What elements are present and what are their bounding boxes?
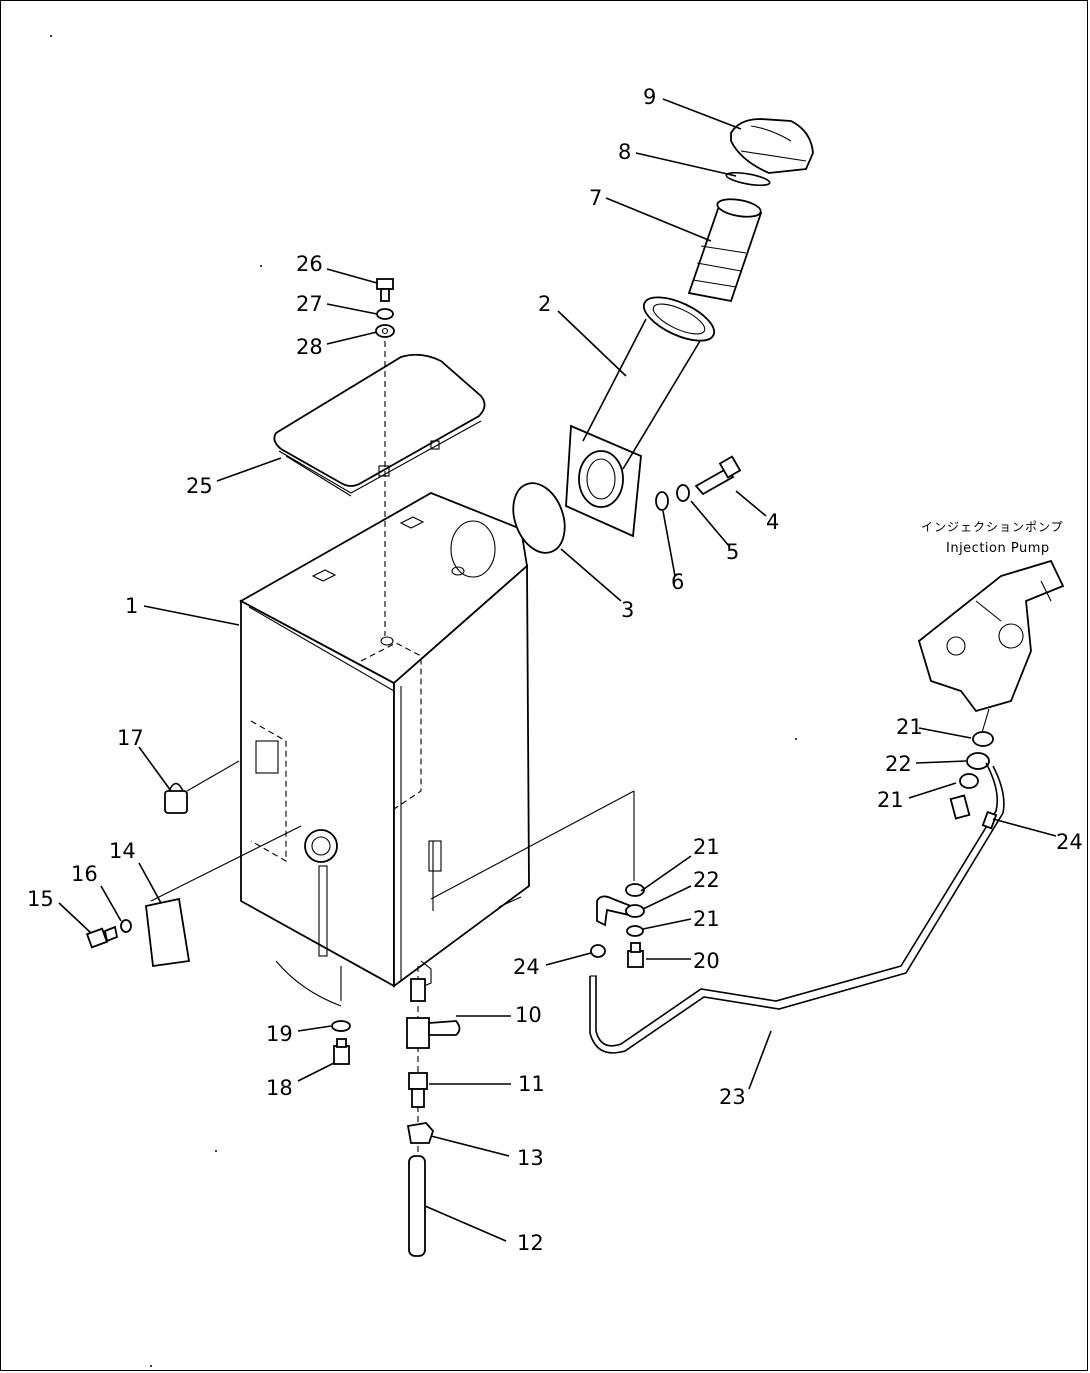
callout-15: 15 <box>27 887 54 911</box>
callout-28: 28 <box>296 335 323 359</box>
o-ring <box>512 482 566 554</box>
callout-8: 8 <box>618 140 631 164</box>
leader-lines <box>58 98 1057 1242</box>
callout-17: 17 <box>117 726 144 750</box>
callout-10: 10 <box>515 1003 542 1027</box>
callout-24-b: 24 <box>1056 830 1083 854</box>
callout-labels: 1 2 3 4 5 6 7 8 9 10 11 12 13 14 15 16 1… <box>27 85 1083 1255</box>
callout-2: 2 <box>538 292 551 316</box>
callout-21-b: 21 <box>877 788 904 812</box>
callout-13: 13 <box>517 1146 544 1170</box>
callout-19: 19 <box>266 1022 293 1046</box>
callout-27: 27 <box>296 292 323 316</box>
fuel-tubes <box>589 762 1005 1054</box>
padlock <box>164 760 240 814</box>
callout-25: 25 <box>186 474 213 498</box>
callout-5: 5 <box>726 540 739 564</box>
injection-pump-label-jp: インジェクションポンプ <box>921 520 1064 534</box>
callout-9: 9 <box>643 85 656 109</box>
drain-plug <box>275 960 351 1065</box>
tank-cover <box>273 353 486 497</box>
callout-3: 3 <box>621 598 634 622</box>
callout-7: 7 <box>589 186 602 210</box>
callout-6: 6 <box>671 570 684 594</box>
filler-cap <box>730 118 814 174</box>
cover-plate <box>145 825 302 968</box>
fuel-tank <box>239 492 530 990</box>
drain-valve-assembly <box>406 966 461 1257</box>
injection-pump-label-en: Injection Pump <box>946 541 1050 556</box>
callout-12: 12 <box>517 1231 544 1255</box>
callout-18: 18 <box>266 1076 293 1100</box>
tube-fittings <box>430 790 645 968</box>
filler-pipe <box>565 296 715 538</box>
callout-20: 20 <box>693 949 720 973</box>
callout-4: 4 <box>766 510 779 534</box>
callout-22-a: 22 <box>885 752 912 776</box>
callout-16: 16 <box>71 862 98 886</box>
callout-21-c: 21 <box>693 835 720 859</box>
callout-21-a: 21 <box>896 715 923 739</box>
callout-14: 14 <box>109 839 136 863</box>
callout-23: 23 <box>719 1085 746 1109</box>
callout-11: 11 <box>518 1072 545 1096</box>
pump-fittings <box>949 731 994 820</box>
flange-bolt-and-washers <box>655 455 742 511</box>
callout-1: 1 <box>125 594 138 618</box>
snap-ring <box>725 171 771 187</box>
callout-22-b: 22 <box>693 868 720 892</box>
callout-24-a: 24 <box>513 955 540 979</box>
callout-26: 26 <box>296 252 323 276</box>
plate-bolt <box>85 919 132 949</box>
strainer <box>687 198 763 303</box>
callout-21-d: 21 <box>693 907 720 931</box>
injection-pump <box>917 559 1065 737</box>
